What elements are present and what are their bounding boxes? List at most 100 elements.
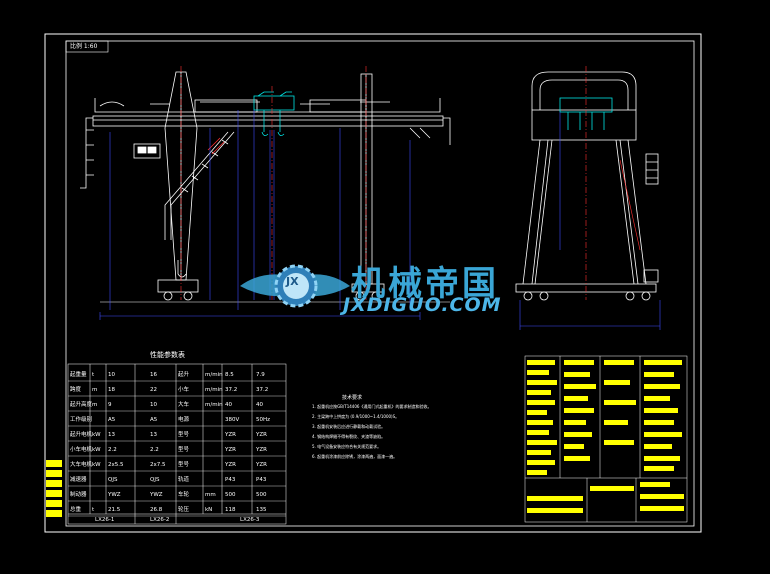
title-block-entry [527, 460, 555, 465]
table-cell: 轨道 [178, 475, 190, 483]
title-block-entry [527, 400, 555, 405]
title-block-entry [604, 400, 636, 405]
table-cell: YWZ [107, 492, 121, 498]
title-block-entry [527, 390, 551, 395]
table-cell: 小车 [178, 385, 190, 393]
tech-requirement-line: 5. 电气设备安装应符合有关规范要求。 [312, 444, 382, 449]
tech-requirement-line: 1. 起重机应按GB/T14406《通用门式起重机》的要求制造和验收。 [312, 404, 432, 409]
table-cell: m/min [205, 372, 223, 378]
table-cell: kW [92, 432, 101, 438]
table-cell: 380V [225, 417, 239, 423]
title-block-entry [640, 506, 684, 511]
table-cell: P43 [225, 477, 236, 483]
table-cell: 减速器 [70, 475, 87, 483]
scale-stamp-box [65, 40, 109, 53]
table-cell: 型号 [178, 430, 190, 438]
table-cell: 跨度 [70, 385, 82, 393]
title-block-entry [644, 384, 680, 389]
table-cell: 40 [225, 402, 232, 408]
title-block-entry [590, 486, 634, 491]
table-cell: YZR [224, 462, 236, 468]
table-cell: m [92, 402, 97, 408]
title-block-entry [644, 432, 682, 437]
title-block-entry [527, 380, 557, 385]
table-cell: 起升电机 [70, 430, 93, 438]
table-cell: 型号 [178, 445, 190, 453]
side-elevation-view [515, 71, 659, 301]
table-cell: 制动器 [70, 490, 87, 498]
table-cell: 18 [108, 387, 115, 393]
title-block-entry [527, 430, 549, 435]
table-cell: m [92, 387, 97, 393]
title-block-entry [644, 444, 672, 449]
tech-req-title: 技术要求 [342, 395, 363, 401]
table-cell: kN [205, 507, 212, 513]
title-block-entry [640, 494, 684, 499]
side-left-leg [522, 139, 541, 285]
title-block-entry [564, 456, 590, 461]
table-footer-cell: LX26-3 [240, 517, 260, 523]
table-cell: 总重 [70, 505, 82, 513]
title-block-entry [527, 420, 553, 425]
title-block-entry [564, 444, 584, 449]
title-block-entry [564, 408, 594, 413]
table-cell: t [92, 372, 95, 378]
title-block-entry [564, 384, 596, 389]
table-footer-cell: LX26-1 [95, 517, 114, 523]
title-block-entry [644, 408, 678, 413]
table-cell: 2x7.5 [150, 462, 166, 468]
title-block-entry [644, 466, 674, 471]
table-cell: YWZ [149, 492, 163, 498]
title-block-entry [604, 360, 634, 365]
table-cell: 500 [256, 492, 267, 498]
title-block-entry [644, 420, 674, 425]
tech-requirement-line: 2. 主梁跨中上拱度为 (0.9/1000~1.4/1000)S。 [312, 414, 400, 419]
title-block-entry [644, 372, 674, 377]
flexible-leg [360, 73, 373, 285]
front-dimensions [99, 66, 421, 320]
table-cell: 起升 [178, 370, 190, 378]
top-railing [94, 98, 441, 113]
table-cell: 13 [150, 432, 157, 438]
title-block-entry [564, 432, 592, 437]
table-cell: YZR [255, 462, 267, 468]
title-block-entry [564, 396, 588, 401]
table-cell: 22 [150, 387, 157, 393]
table-cell: 8.5 [225, 372, 234, 378]
table-cell: m/min [205, 402, 223, 408]
table-cell: 135 [256, 507, 267, 513]
title-block-entry [527, 360, 555, 365]
table-cell: 型号 [178, 460, 190, 468]
table-cell: YZR [224, 432, 236, 438]
trolley-hoist [253, 91, 295, 136]
table-footer-cell: LX26-2 [150, 517, 169, 523]
table-cell: 13 [108, 432, 115, 438]
table-cell: YZR [255, 447, 267, 453]
table-cell: 2.2 [150, 447, 159, 453]
table-cell: 9 [108, 402, 112, 408]
side-right-leg [627, 139, 647, 285]
table-cell: 起重量 [70, 370, 87, 378]
title-block-entry [644, 456, 680, 461]
table-cell: kW [92, 462, 101, 468]
table-cell: A5 [150, 417, 158, 423]
table-cell: YZR [224, 447, 236, 453]
table-cell: kW [92, 447, 101, 453]
table-cell: 轮压 [178, 505, 190, 513]
outer-border [44, 33, 702, 533]
title-block-entry [640, 482, 670, 487]
table-cell: 10 [150, 402, 157, 408]
table-cell: 2.2 [108, 447, 117, 453]
table-cell: 37.2 [225, 387, 237, 393]
title-block-yellow-entries [527, 360, 684, 513]
table-cell: 大车电机 [70, 460, 93, 468]
performance-table [67, 363, 287, 525]
table-cell: YZR [255, 432, 267, 438]
watermark-logo [240, 264, 350, 308]
operator-cabin [133, 143, 161, 159]
tech-requirement-line: 4. 钢结构焊缝不得有裂纹、夹渣等缺陷。 [312, 434, 386, 439]
table-cell: mm [205, 492, 216, 498]
table-cell: QJS [108, 477, 118, 483]
title-block-entry [527, 496, 583, 501]
